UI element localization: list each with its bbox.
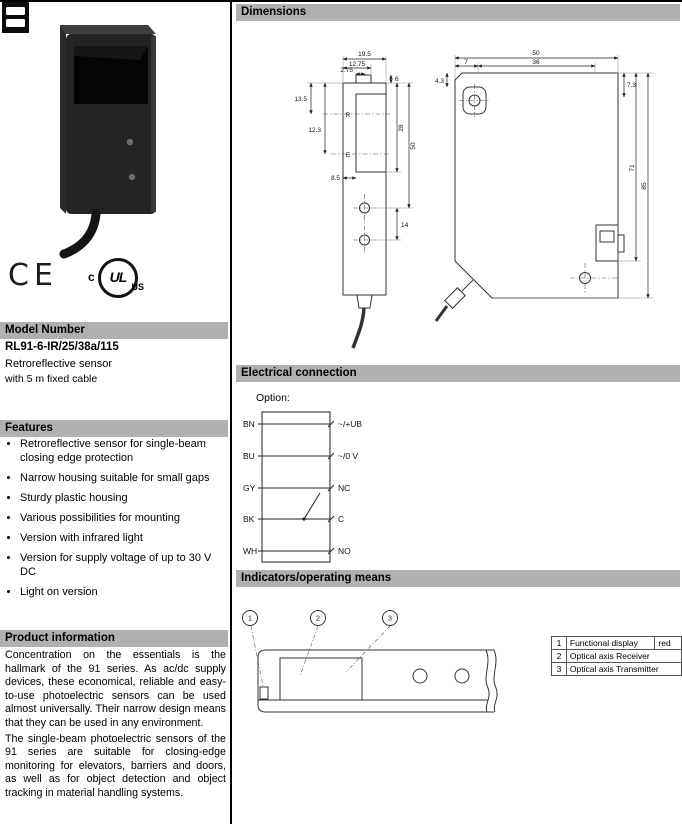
indicators-header: Indicators/operating means — [236, 570, 680, 587]
terminal-label: NC — [338, 483, 350, 493]
brand-logo-icon — [2, 2, 29, 33]
ul-us-label: US — [131, 282, 144, 292]
table-row: 3 Optical axis Transmitter — [551, 662, 682, 676]
table-cell: 2 — [551, 649, 567, 663]
sensor-cable — [59, 209, 101, 259]
emitter-axis-label: E — [346, 152, 351, 159]
feature-item: Version with infrared light — [20, 531, 226, 545]
logo-glyph — [6, 7, 25, 15]
dim-label: 6 — [395, 76, 399, 83]
feature-item: Light on version — [20, 585, 226, 599]
dim-label: 12.3 — [308, 127, 321, 134]
dim-label: 50 — [410, 142, 417, 150]
feature-item: Various possibilities for mounting — [20, 511, 226, 525]
dim-label: 13.5 — [294, 96, 307, 103]
product-info-paragraph: The single-beam photoelectric sensors of… — [5, 732, 226, 799]
table-cell: 1 — [551, 636, 567, 650]
sensor-top-face — [60, 25, 156, 34]
ce-mark: CE — [8, 258, 58, 293]
product-photo — [44, 22, 179, 259]
table-cell: Optical axis Transmitter — [565, 662, 682, 676]
dimensions-header: Dimensions — [236, 4, 680, 21]
features-list: Retroreflective sensor for single-beam c… — [5, 437, 226, 599]
dim-label: 36 — [532, 59, 540, 66]
dim-label: 4.3 — [435, 78, 444, 85]
dim-label: 8.5 — [331, 175, 340, 182]
product-info-paragraph: Concentration on the essentials is the h… — [5, 649, 226, 729]
dimensions-drawing: 19.5 12.75 2.75 13.5 12.3 8.5 R E 6 28 5… — [294, 50, 653, 349]
column-divider — [230, 0, 232, 824]
sensor-screw — [128, 173, 136, 181]
table-cell: Optical axis Receiver — [565, 649, 682, 663]
sensor-photo-image — [59, 25, 156, 259]
product-information-header: Product information — [0, 630, 228, 647]
features-section: Retroreflective sensor for single-beam c… — [5, 437, 226, 605]
wire-color-label: BU — [243, 451, 255, 461]
model-description: Retroreflective sensor — [5, 358, 112, 370]
product-information-section: Concentration on the essentials is the h… — [5, 649, 226, 803]
table-cell: Functional display — [565, 636, 656, 650]
model-number-value: RL91-6-IR/25/38a/115 — [5, 341, 119, 353]
ul-circle: UL — [98, 258, 138, 298]
dim-label: 28 — [398, 124, 405, 132]
model-number-block: RL91-6-IR/25/38a/115 Retroreflective sen… — [5, 341, 225, 385]
model-number-header: Model Number — [0, 322, 228, 339]
terminal-label: C — [338, 514, 344, 524]
optical-window-outline — [279, 657, 363, 701]
indicators-drawing: 1 2 3 — [242, 610, 498, 713]
table-row: 1 Functional display red — [551, 636, 682, 650]
table-row: 2 Optical axis Receiver — [551, 649, 682, 663]
receiver-axis-label: R — [346, 112, 351, 119]
logo-glyph — [6, 19, 25, 27]
ul-c-label: c — [88, 270, 95, 284]
dim-label: 7 — [464, 59, 468, 66]
feature-item: Narrow housing suitable for small gaps — [20, 471, 226, 485]
electrical-connection-header: Electrical connection — [236, 365, 680, 382]
dim-label: 14 — [401, 222, 409, 229]
relay-contact-symbol — [303, 492, 321, 520]
side-view — [434, 72, 625, 322]
feature-item: Version for supply voltage of up to 30 V… — [20, 551, 226, 579]
features-header: Features — [0, 420, 228, 437]
feature-item: Retroreflective sensor for single-beam c… — [20, 437, 226, 465]
sensor-screw — [126, 138, 134, 146]
callout-number: 1 — [248, 616, 252, 623]
dim-label: 85 — [641, 182, 648, 190]
table-cell: 3 — [551, 662, 567, 676]
wire-color-label: WH — [243, 546, 257, 556]
led-indicator — [259, 686, 269, 700]
terminal-label: ~/+UB — [338, 419, 362, 429]
dim-label: 19.5 — [358, 51, 371, 58]
callout-number: 2 — [316, 616, 320, 623]
dim-label: 71 — [629, 164, 636, 172]
callout-number: 3 — [388, 616, 392, 623]
ul-mark: c UL US — [88, 257, 146, 303]
model-cable-note: with 5 m fixed cable — [5, 373, 98, 385]
wire-color-label: GY — [243, 483, 256, 493]
terminal-label: NO — [338, 546, 351, 556]
dim-label: 7.3 — [627, 82, 636, 89]
table-cell: red — [654, 636, 682, 650]
terminal-label: ~/0 V — [338, 451, 358, 461]
dim-label: 12.75 — [349, 61, 366, 68]
electrical-connection-diagram: BN BU GY BK WH ~/+UB ~/0 V NC C NO — [243, 411, 362, 563]
sensor-profile — [257, 649, 498, 713]
option-label: Option: — [256, 392, 290, 404]
ul-letters: UL — [109, 269, 128, 285]
dim-label: 50 — [532, 50, 540, 57]
sensor-optical-window — [74, 46, 148, 104]
wire-color-label: BK — [243, 514, 255, 524]
front-view — [342, 74, 387, 349]
dim-label: 2.75 — [340, 67, 353, 74]
wire-color-label: BN — [243, 419, 255, 429]
feature-item: Sturdy plastic housing — [20, 491, 226, 505]
indicators-table: 1 Functional display red 2 Optical axis … — [551, 636, 682, 676]
